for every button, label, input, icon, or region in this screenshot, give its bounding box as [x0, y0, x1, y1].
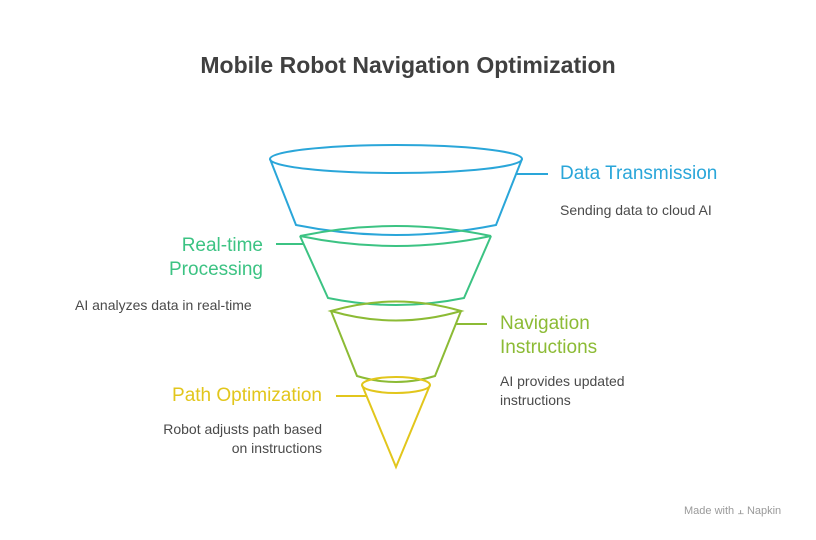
brand-text: Napkin [746, 505, 782, 517]
stage-desc-data-transmission: Sending data to cloud AI [560, 202, 712, 218]
stage-label-data-transmission: Data Transmission [560, 163, 718, 184]
stage-desc-real-time-processing: AI analyzes data in real-time [75, 297, 252, 313]
label-line: Real-time [181, 235, 263, 256]
napkin-logo-icon: ⫠ [737, 505, 744, 517]
stage-label-navigation-instructions: Navigation Instructions [500, 312, 597, 360]
label-line: Processing [169, 259, 263, 280]
desc-line: AI provides updated [500, 373, 625, 389]
label-line: Instructions [500, 337, 598, 358]
page-title: Mobile Robot Navigation Optimization [200, 52, 616, 78]
desc-line: instructions [500, 392, 571, 408]
stage-desc-path-optimization: Robot adjusts path based on instructions [100, 420, 322, 458]
desc-line: Robot adjusts path based [163, 421, 322, 437]
made-with-text: Made with [684, 505, 735, 517]
stage-desc-navigation-instructions: AI provides updated instructions [500, 372, 625, 410]
stage-label-real-time-processing: Real-time Processing [100, 234, 263, 282]
funnel-stage-real-time-processing [276, 225, 492, 306]
funnel-stage-navigation-instructions [327, 300, 487, 383]
desc-line: on instructions [231, 440, 322, 456]
funnel-stage-data-transmission [269, 144, 548, 236]
label-line: Navigation [500, 313, 590, 334]
stage-label-path-optimization: Path Optimization [172, 385, 322, 406]
funnel-stage-path-optimization [336, 376, 431, 470]
made-with-napkin-badge[interactable]: Made with ⫠ Napkin [684, 505, 781, 518]
